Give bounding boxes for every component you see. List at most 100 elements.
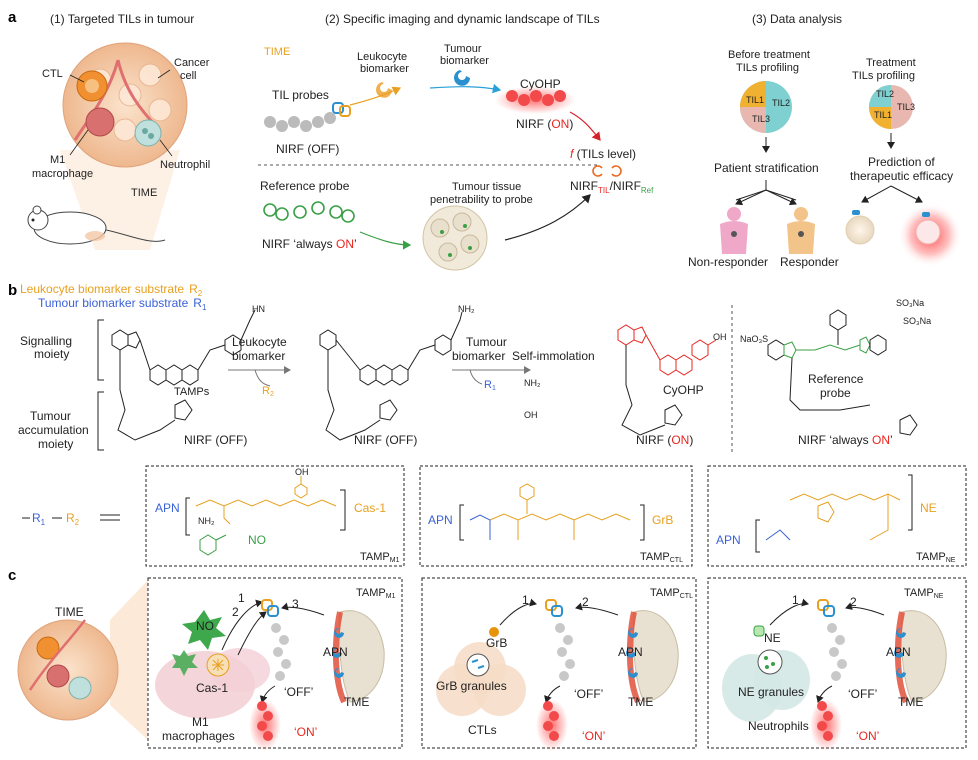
neutrophil-icon	[134, 119, 162, 147]
tamp-m1-cas1: Cas-1	[354, 501, 386, 515]
c-ne-apn: APN	[886, 645, 911, 659]
label-always-on-b: NIRF ‘always ON’	[798, 433, 893, 447]
c-m1-step2: 2	[232, 605, 239, 619]
c-ne-box	[707, 577, 967, 749]
tamp-m1-box	[145, 465, 405, 567]
c-ne-on: ‘ON’	[856, 729, 879, 743]
c-ne-step1: 1	[792, 593, 799, 607]
label-tissue-pen-2: penetrability to probe	[430, 194, 533, 206]
proportional-symbol	[592, 165, 622, 177]
label-tissue-pen-1: Tumour tissue	[452, 181, 521, 193]
label-til-probes: TIL probes	[272, 88, 329, 102]
label-leuko-bio-b1: Leukocyte	[232, 335, 287, 349]
r1-r2-legend: R1 R2	[22, 511, 120, 527]
tamp-m1-no: NO	[248, 533, 266, 547]
c-ne-off: ‘OFF’	[848, 687, 877, 701]
label-f-tils: f (TILs level)	[570, 147, 636, 161]
label-oh-leaving: OH	[524, 410, 538, 420]
panel-c-label: c	[8, 567, 16, 584]
label-ctl: CTL	[42, 68, 63, 80]
ctl-cluster	[436, 627, 526, 716]
c-m1-step3: 3	[292, 597, 299, 611]
label-leuko-bio-1: Leukocyte	[357, 51, 407, 63]
c-ctl-on: ‘ON’	[582, 729, 605, 743]
tamp-ctl-peptide	[489, 483, 631, 540]
tamp-m1-apn: APN	[155, 501, 180, 515]
tamp-m1-label: TAMPM1	[360, 551, 400, 564]
label-so3na-2: SO₃Na	[896, 298, 924, 308]
label-tumour-bio-1: Tumour	[444, 43, 482, 55]
tamp-ne-peptide	[789, 493, 901, 541]
c-m1-box	[147, 577, 403, 749]
responder-figure	[787, 207, 815, 254]
c-ctl-apn: APN	[618, 645, 643, 659]
neutrophil-cluster	[722, 625, 810, 722]
legend-r2: R2	[66, 511, 80, 527]
c-ctl-tme: TME	[628, 695, 653, 709]
tamp-ne-apn: APN	[716, 533, 741, 547]
c-ne-on-molecule	[810, 699, 842, 751]
pie1-til2: TIL2	[772, 98, 790, 108]
label-always-on-a: NIRF ‘always ON’	[262, 237, 357, 251]
pie2-til3: TIL3	[897, 102, 915, 112]
pie-treatment: TIL2 TIL3 TIL1	[869, 85, 915, 129]
label-treat-1: Treatment	[866, 57, 916, 69]
tamp-structure	[111, 309, 256, 441]
c-ne-title: TAMPNE	[904, 587, 944, 600]
cyohp-glowing-molecule	[495, 86, 575, 114]
label-ratio: NIRFTIL/NIRFRef	[570, 179, 654, 195]
c-ctl-tme	[626, 610, 679, 704]
label-nh2-leaving: NH₂	[524, 378, 541, 388]
label-self-immolation: Self-immolation	[512, 349, 595, 363]
label-reference-1: Reference	[808, 372, 864, 386]
c-m1-off: ‘OFF’	[284, 685, 313, 699]
c-ctl-off: ‘OFF’	[574, 687, 603, 701]
tamp-ctl-box	[419, 465, 693, 567]
c-m1-tme	[332, 610, 385, 704]
label-hn-1: HN	[252, 304, 265, 314]
tamp-ctl-grb: GrB	[652, 513, 673, 527]
label-nh2-intermediate: NH₂	[458, 304, 475, 314]
tamp-ne-ne: NE	[920, 501, 937, 515]
c-ne-tme	[894, 610, 947, 704]
tamp-ne-box	[707, 465, 967, 567]
label-nirf-on-a: NIRF (ON)	[516, 117, 573, 131]
section-2-title: (2) Specific imaging and dynamic landsca…	[325, 12, 600, 26]
label-oh-cyohp: OH	[713, 332, 727, 342]
reference-probe-molecule	[263, 201, 355, 223]
c-ne-probe	[817, 599, 847, 681]
c-m1-title: TAMPM1	[356, 587, 396, 600]
label-time: TIME	[131, 187, 157, 199]
mouse-illustration	[27, 205, 166, 245]
c-ctl-step2: 2	[582, 595, 589, 609]
label-before-1: Before treatment	[728, 49, 810, 61]
c-m1-on: ‘ON’	[294, 725, 317, 739]
pie1-til3: TIL3	[752, 114, 770, 124]
c-m1-label-2: macrophages	[162, 729, 235, 743]
efficacy-cells	[845, 203, 962, 267]
label-tumour-acc-2: accumulation	[18, 423, 89, 437]
tumour-tissue-illustration	[422, 205, 488, 271]
label-reference-probe: Reference probe	[260, 179, 350, 193]
label-patient-strat: Patient stratification	[714, 161, 819, 175]
pie1-til1: TIL1	[746, 95, 764, 105]
tumour-enzyme-icon	[454, 70, 470, 86]
label-cancer-1: Cancer	[174, 57, 210, 69]
pie2-til1: TIL1	[874, 110, 892, 120]
tamp-ne-label: TAMPNE	[916, 551, 956, 564]
c-ne-tme: TME	[898, 695, 923, 709]
label-leuko-bio-b2: biomarker	[232, 349, 285, 363]
label-m1-1: M1	[50, 154, 65, 166]
label-m1-2: macrophage	[32, 168, 93, 180]
label-time-orange: TIME	[264, 46, 290, 58]
label-nirf-on-b: NIRF (ON)	[636, 433, 693, 447]
cyohp-structure	[617, 324, 717, 436]
no-burst-icon	[182, 610, 226, 650]
c-ctl-on-molecule	[536, 699, 568, 751]
label-nirf-off-a: NIRF (OFF)	[276, 142, 339, 156]
c-m1-no: NO	[196, 619, 214, 633]
label-tamps: TAMPs	[174, 386, 210, 398]
panel-c: c TIME TAMPM1 NO Cas-1 M1 macrophages 1 …	[8, 567, 967, 751]
